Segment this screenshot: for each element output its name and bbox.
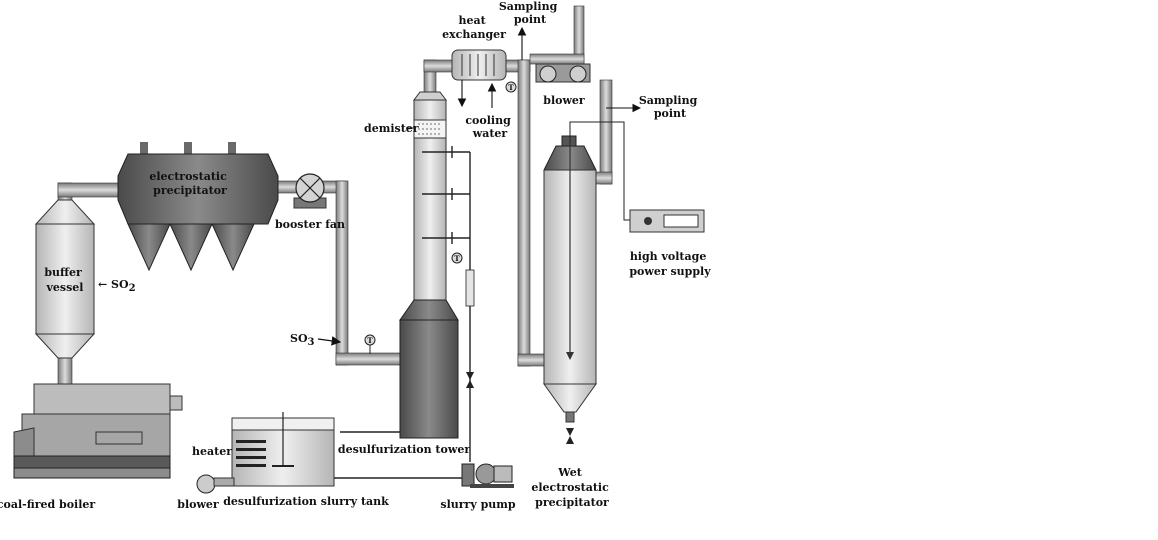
induced-draft-blower: blower	[535, 63, 591, 107]
so3-injection: SO3 T	[290, 332, 376, 354]
blower-bottom-label: blower	[177, 498, 219, 511]
high-voltage-power-supply: high voltage power supply	[569, 121, 711, 278]
blower-top-label: blower	[543, 94, 585, 107]
demister-packing	[418, 123, 442, 135]
booster-fan-label: booster fan	[275, 218, 345, 231]
gauge-heat-exchanger-symbol: T	[508, 83, 514, 92]
high-voltage-power-supply-label: high voltage power supply	[629, 250, 711, 278]
slurry-pump: slurry pump	[334, 463, 516, 511]
heat-exchanger-label: heat exchanger	[442, 14, 506, 41]
desulfurization-slurry-tank: heater desulfurization slurry tank	[192, 412, 389, 508]
wet-electrostatic-precipitator: Wet electrostatic precipitator	[531, 135, 612, 509]
gauge-tower-symbol: T	[454, 254, 460, 263]
wet-esp-label: Wet electrostatic precipitator	[531, 466, 612, 509]
booster-fan: booster fan	[275, 173, 345, 231]
electrostatic-precipitator-label: electrostatic precipitator	[149, 170, 230, 197]
heater-coil	[236, 440, 266, 467]
so3-inlet-label: SO3	[290, 332, 315, 348]
desulfurization-tower-label: desulfurization tower	[338, 443, 470, 456]
buffer-vessel-label: buffer vessel	[44, 266, 85, 294]
coal-fired-boiler: coal-fired boiler	[0, 383, 183, 511]
buffer-vessel: buffer vessel	[34, 199, 96, 359]
sampling-point-top-label: Sampling point	[499, 0, 561, 26]
gauge-heat-exchanger	[505, 81, 517, 93]
so2-buffer-label: ← SO2	[98, 278, 136, 294]
spray-headers	[422, 146, 470, 244]
so2-inlet-annotation: ← SO2	[98, 278, 136, 294]
flue-gas-piping	[57, 5, 613, 387]
heater-label: heater	[192, 445, 232, 458]
desulfurization-slurry-tank-label: desulfurization slurry tank	[223, 495, 389, 508]
slurry-pump-label: slurry pump	[440, 498, 516, 511]
electrostatic-precipitator: electrostatic precipitator	[117, 142, 279, 272]
demister-label: demister	[364, 122, 419, 135]
gauge-tower	[451, 252, 463, 264]
sampling-point-right: Sampling point	[606, 94, 701, 120]
cooling-water-label: cooling water	[465, 114, 514, 140]
sampling-point-right-label: Sampling point	[639, 94, 701, 120]
slurry-recirculation-line	[340, 152, 475, 462]
sampling-point-top: Sampling point	[499, 0, 561, 60]
coal-fired-boiler-label: coal-fired boiler	[0, 498, 95, 511]
tank-blower: blower	[177, 474, 235, 511]
gauge-so3-symbol: T	[367, 336, 373, 345]
desulfurization-tower: demister desulfurization tower T	[338, 91, 470, 456]
heat-exchanger: heat exchanger cooling water T	[442, 14, 517, 140]
